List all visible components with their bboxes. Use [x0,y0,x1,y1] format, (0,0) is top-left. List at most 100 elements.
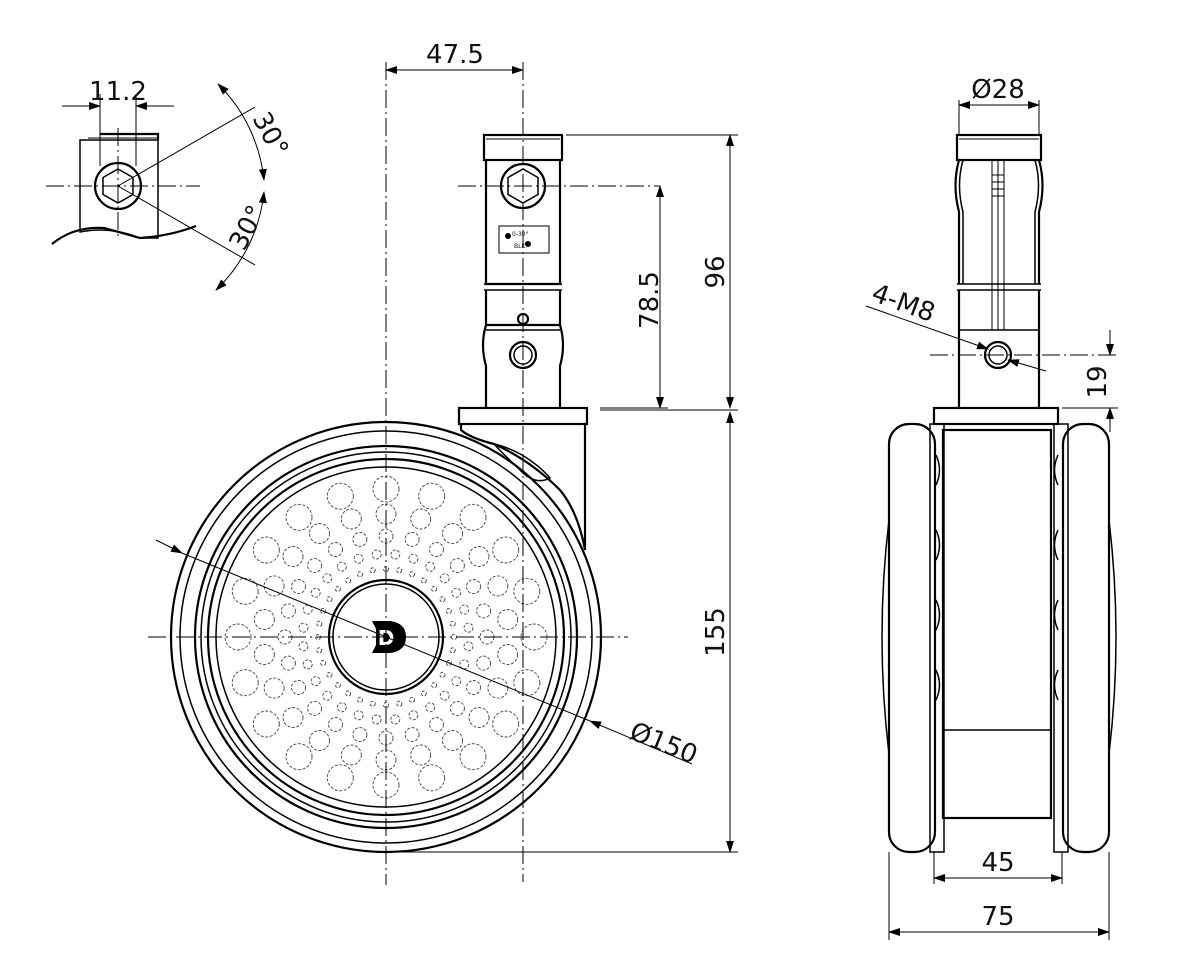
vent-hole [291,579,306,594]
vent-hole [390,714,401,725]
vent-hole [320,608,327,614]
side-hub [941,428,1053,820]
vent-hole [307,700,323,716]
vent-hole [449,647,456,654]
vent-hole [497,609,519,630]
vent-hole [345,690,352,697]
vent-hole [322,573,333,584]
vent-hole [390,549,401,560]
vent-hole [263,575,285,597]
vent-hole [302,659,313,670]
vent-hole [459,604,470,615]
vent-hole [298,622,309,633]
dim-stem-height: 78.5 [635,271,665,329]
side-stem [954,133,1044,408]
vent-hole [326,671,333,678]
vent-hole [340,508,362,530]
vent-hole [357,571,363,578]
vent-hole [410,508,432,530]
vent-hole [442,730,463,751]
vent-hole [451,587,462,598]
vent-hole [408,710,419,721]
vent-hole [497,644,519,665]
side-wheel-left [881,422,945,854]
dim-offset: 47.5 [426,40,484,70]
vent-hole [451,676,462,687]
dim-wheel-height: 155 [701,607,731,657]
vent-hole [328,717,343,732]
vent-hole [263,677,285,699]
vent-hole [439,690,450,701]
vent-hole [396,700,403,707]
dim-hub-width: 45 [981,848,1014,878]
vent-hole [513,577,541,605]
vent-hole [310,587,321,598]
vent-hole [476,655,492,671]
vent-hole [409,696,415,703]
vent-hole [345,577,352,584]
vent-hole [334,682,341,689]
vent-hole [326,596,333,603]
vent-hole [442,523,463,544]
vent-hole [492,536,520,564]
vent-hole [369,700,376,707]
vent-hole [231,577,259,605]
vent-hole [404,531,420,547]
vent-hole [310,676,321,687]
vent-hole [285,743,313,771]
vent-hole [476,603,492,619]
vent-hole [429,542,444,557]
vent-hole [449,558,465,574]
vent-hole [429,717,444,732]
vent-hole [280,655,296,671]
dim-thread: 4-M8 [868,278,939,328]
front-view: 0-30° BLK D [148,40,738,885]
vent-hole [466,680,481,695]
vent-hole [425,561,436,572]
vent-hole [439,596,446,603]
vent-hole [334,585,341,592]
vent-hole [513,669,541,697]
vent-hole [316,620,323,627]
vent-hole [468,707,490,728]
vent-hole [396,567,403,574]
vent-hole [253,644,275,665]
side-wheel-right [1053,422,1117,854]
vent-hole [487,575,509,597]
vent-hole [231,669,259,697]
vent-hole [439,671,446,678]
vent-hole [352,531,368,547]
stem-label-line2: BLK [514,243,526,250]
vent-hole [253,609,275,630]
side-view: Ø28 4-M8 19 45 75 [865,75,1118,940]
vent-hole [224,623,252,651]
dim-thread-height: 19 [1083,365,1113,398]
vent-hole [307,558,323,574]
vent-hole [468,546,490,567]
detail-view: 11.2 30° 30° [46,77,294,291]
vent-hole [326,482,354,510]
vent-hole [418,764,446,792]
vent-hole [252,536,280,564]
vent-hole [451,634,457,640]
vent-hole [291,680,306,695]
vent-hole [252,710,280,738]
vent-hole [353,553,364,564]
vent-hole [309,730,330,751]
vent-hole [340,744,362,766]
side-plate [932,406,1060,426]
vent-hole [439,573,450,584]
vent-hole [463,622,474,633]
vent-hole [445,660,452,666]
vent-hole [487,677,509,699]
vent-hole [418,482,446,510]
vent-hole [280,603,296,619]
vent-hole [357,696,363,703]
vent-hole [352,727,368,743]
vent-hole [420,690,427,697]
vent-hole [449,700,465,716]
vent-hole [282,546,304,567]
vent-hole [371,549,382,560]
vent-hole [409,571,415,578]
